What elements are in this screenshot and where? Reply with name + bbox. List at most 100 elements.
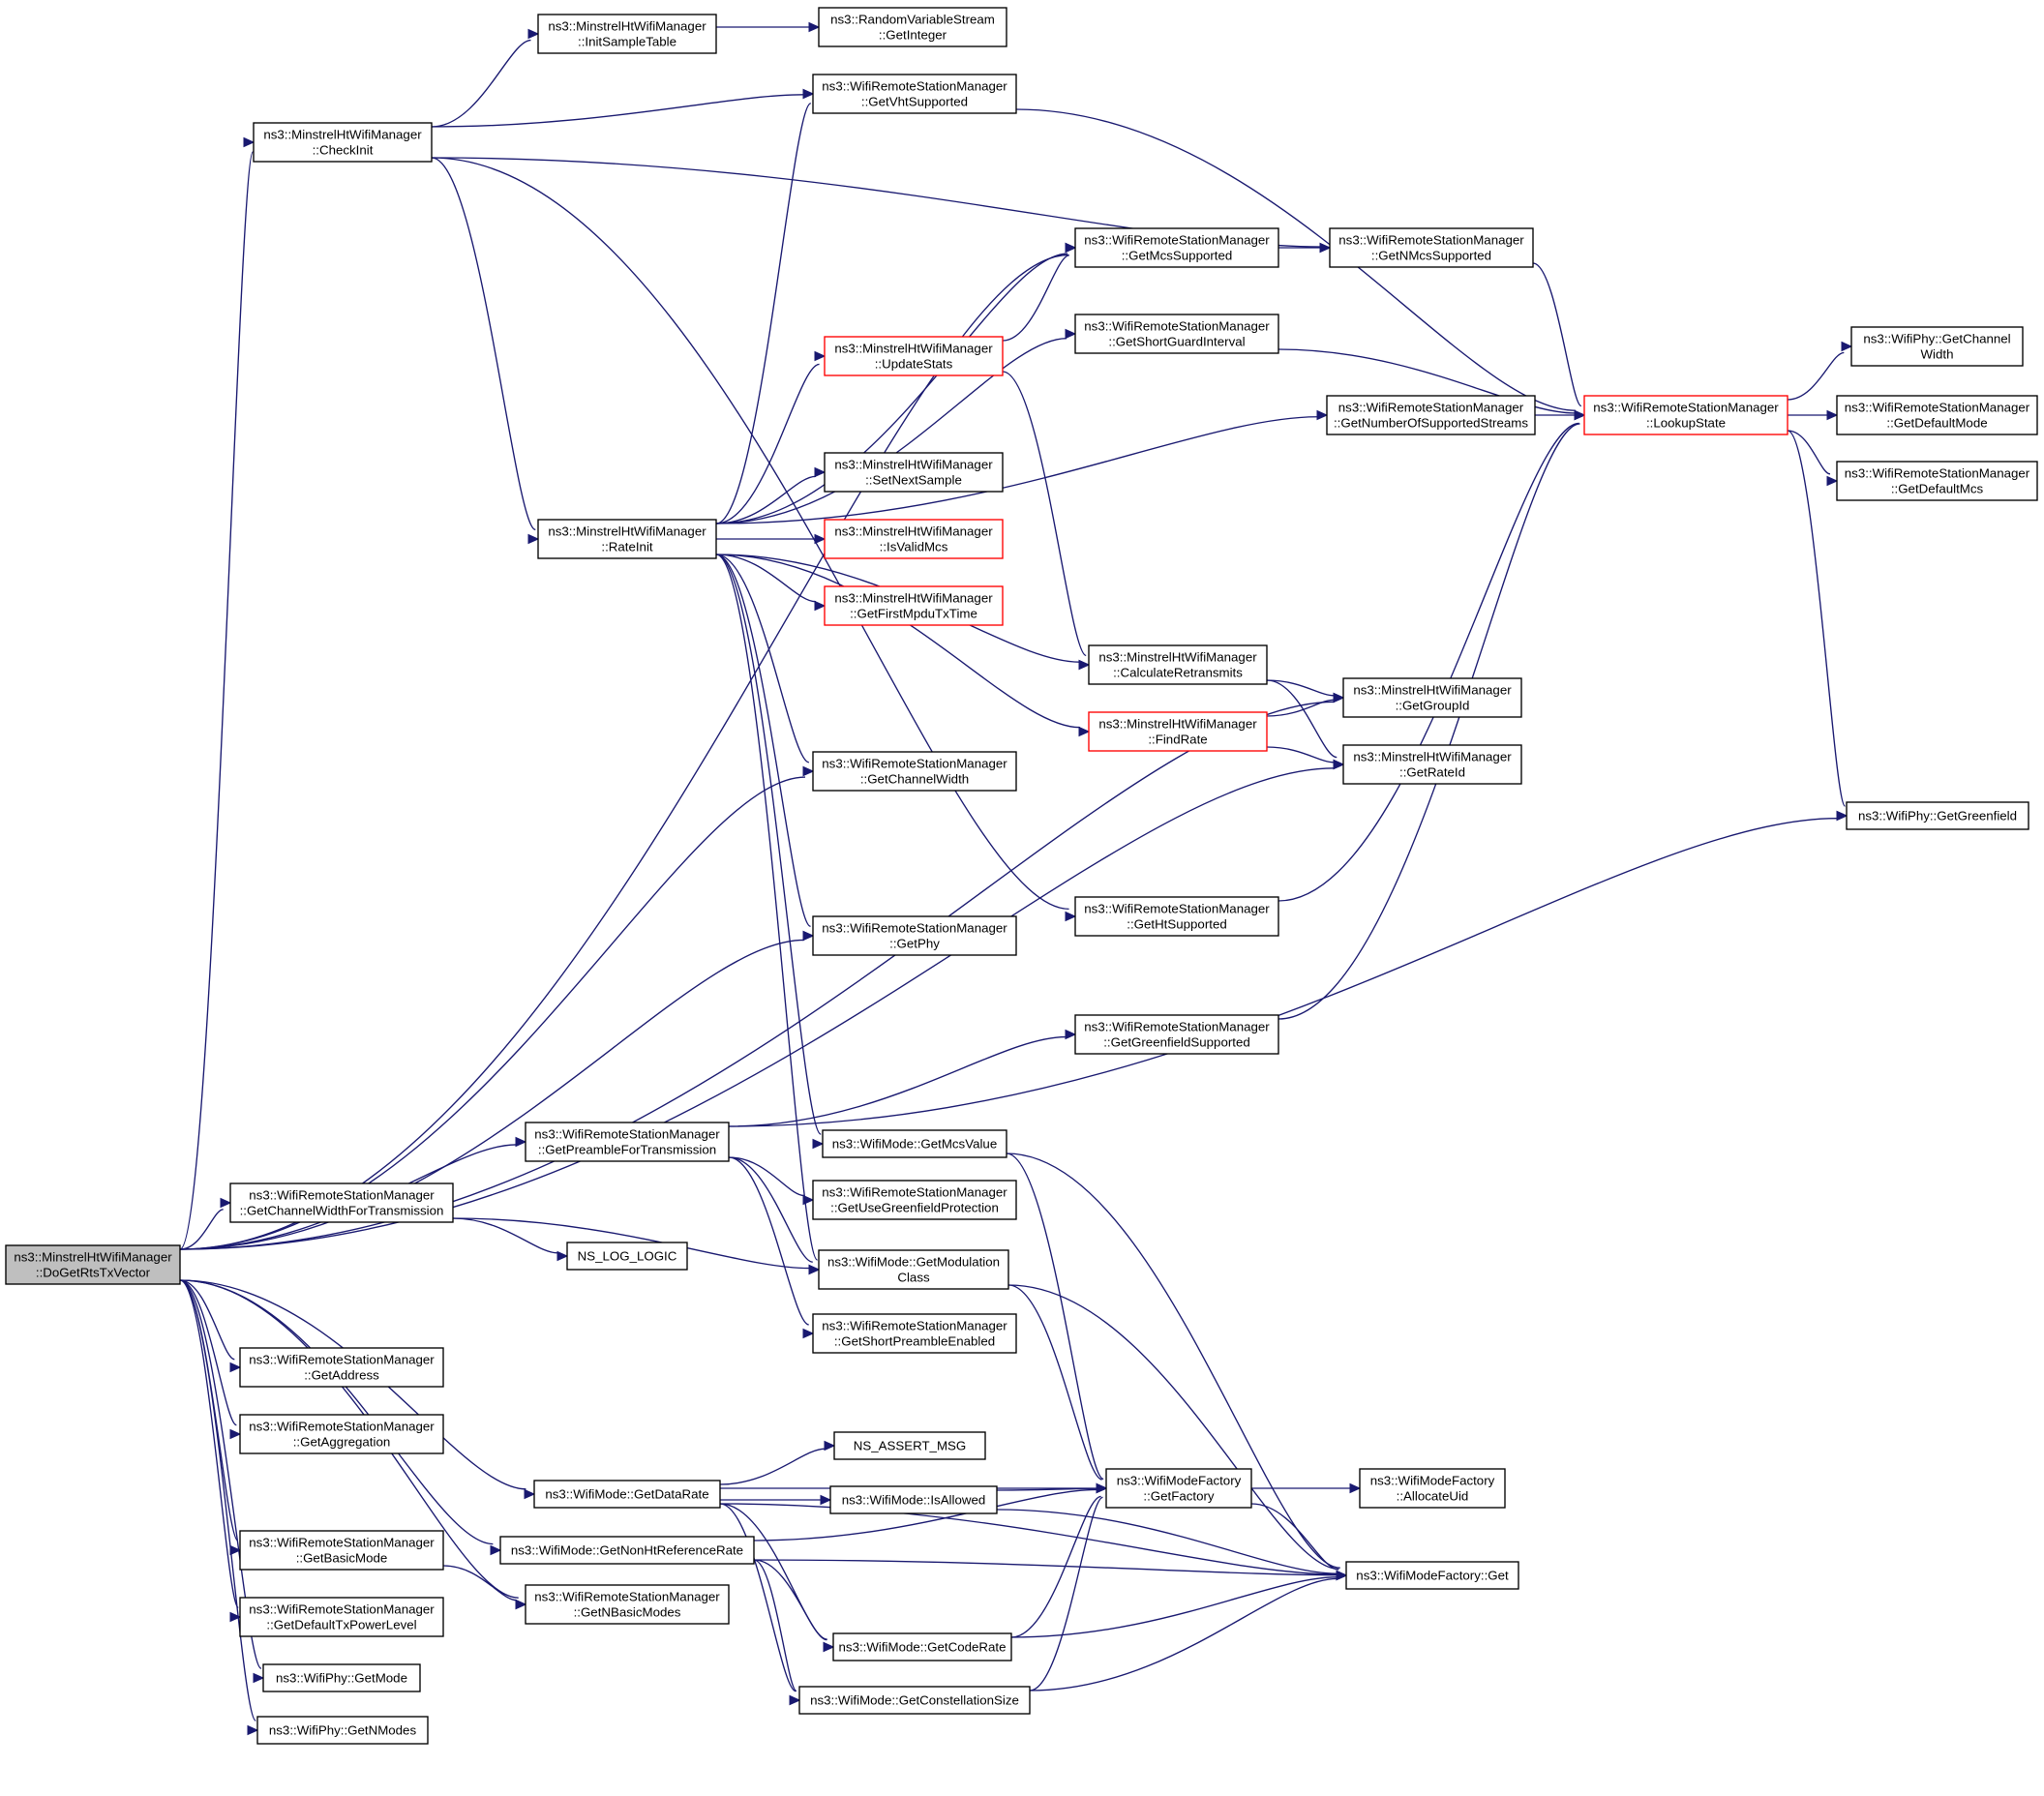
- edge-line: [715, 554, 812, 927]
- edge-line: [753, 1488, 1097, 1542]
- edge-rate-init-to-get-phy: [715, 554, 815, 942]
- edge-arrowhead: [808, 1264, 821, 1275]
- node-get-data-rate[interactable]: ns3::WifiMode::GetDataRate: [533, 1480, 721, 1509]
- node-get-default-mcs[interactable]: ns3::WifiRemoteStationManager::GetDefaul…: [1836, 461, 2038, 501]
- node-get-channel-width-phy[interactable]: ns3::WifiPhy::GetChannelWidth: [1850, 326, 2024, 367]
- node-get-nmcs-supported[interactable]: ns3::WifiRemoteStationManager::GetNMcsSu…: [1329, 227, 1534, 268]
- edge-arrowhead: [814, 600, 827, 612]
- edge-line: [1007, 1284, 1102, 1481]
- node-label-line: ns3::WifiPhy::GetNModes: [269, 1723, 417, 1738]
- node-get-address[interactable]: ns3::WifiRemoteStationManager::GetAddres…: [239, 1347, 444, 1388]
- node-is-allowed[interactable]: ns3::WifiMode::IsAllowed: [829, 1485, 998, 1514]
- node-get-code-rate[interactable]: ns3::WifiMode::GetCodeRate: [832, 1632, 1012, 1661]
- node-get-use-greenfield-protection[interactable]: ns3::WifiRemoteStationManager::GetUseGre…: [812, 1180, 1017, 1220]
- node-get-rate-id[interactable]: ns3::MinstrelHtWifiManager::GetRateId: [1342, 744, 1522, 785]
- edge-line: [1787, 430, 1831, 475]
- edge-arrowhead: [1836, 810, 1849, 822]
- node-ns-log-logic[interactable]: NS_LOG_LOGIC: [566, 1242, 688, 1271]
- node-allocate-uid[interactable]: ns3::WifiModeFactory::AllocateUid: [1359, 1468, 1506, 1509]
- node-get-first-mpdu-tx-time[interactable]: ns3::MinstrelHtWifiManager::GetFirstMpdu…: [824, 585, 1004, 626]
- node-get-factory[interactable]: ns3::WifiModeFactory::GetFactory: [1105, 1468, 1252, 1509]
- edge-line: [1006, 1152, 1104, 1481]
- node-label-line: Class: [897, 1271, 930, 1285]
- node-box: [822, 1129, 1007, 1158]
- edge-get-preamble-for-transmission-to-get-use-greenfield-protection: [728, 1156, 815, 1206]
- edge-line: [1029, 1496, 1103, 1691]
- edge-line: [728, 818, 1838, 1127]
- node-get-non-ht-reference-rate[interactable]: ns3::WifiMode::GetNonHtReferenceRate: [499, 1536, 755, 1565]
- node-label-line: ::GetHtSupported: [1127, 917, 1226, 932]
- node-get-group-id[interactable]: ns3::MinstrelHtWifiManager::GetGroupId: [1342, 677, 1522, 718]
- node-get-vht-supported[interactable]: ns3::WifiRemoteStationManager::GetVhtSup…: [812, 74, 1017, 114]
- node-label-line: ::GetFirstMpduTxTime: [850, 607, 977, 621]
- node-box: [798, 1686, 1031, 1715]
- node-box: [818, 1249, 1009, 1290]
- edge-line: [715, 103, 812, 524]
- node-lookup-state[interactable]: ns3::WifiRemoteStationManager::LookupSta…: [1583, 395, 1788, 435]
- node-get[interactable]: ns3::WifiModeFactory::Get: [1345, 1561, 1519, 1590]
- node-do-get-rts-tx-vector[interactable]: ns3::MinstrelHtWifiManager::DoGetRtsTxVe…: [5, 1244, 181, 1285]
- node-box: [1836, 461, 2038, 501]
- node-find-rate[interactable]: ns3::MinstrelHtWifiManager::FindRate: [1088, 711, 1268, 752]
- node-ns-assert-msg[interactable]: NS_ASSERT_MSG: [833, 1431, 986, 1460]
- node-get-default-mode[interactable]: ns3::WifiRemoteStationManager::GetDefaul…: [1836, 395, 2038, 435]
- node-box: [537, 14, 717, 54]
- node-get-greenfield[interactable]: ns3::WifiPhy::GetGreenfield: [1846, 801, 2029, 830]
- node-get-aggregation[interactable]: ns3::WifiRemoteStationManager::GetAggreg…: [239, 1414, 444, 1454]
- edge-arrowhead: [1333, 759, 1345, 770]
- node-get-integer[interactable]: ns3::RandomVariableStream::GetInteger: [818, 7, 1007, 47]
- node-box: [1105, 1468, 1252, 1509]
- node-get-mcs-value[interactable]: ns3::WifiMode::GetMcsValue: [822, 1129, 1007, 1158]
- node-get-preamble-for-transmission[interactable]: ns3::WifiRemoteStationManager::GetPreamb…: [525, 1122, 730, 1162]
- edge-get-data-rate-to-get-constellation-size: [719, 1503, 801, 1706]
- node-update-stats[interactable]: ns3::MinstrelHtWifiManager::UpdateStats: [824, 336, 1004, 376]
- node-get-channel-width[interactable]: ns3::WifiRemoteStationManager::GetChanne…: [812, 751, 1017, 792]
- node-get-mode[interactable]: ns3::WifiPhy::GetMode: [262, 1663, 421, 1692]
- node-box: [812, 74, 1017, 114]
- node-label-line: ns3::WifiModeFactory::Get: [1356, 1569, 1509, 1583]
- node-rate-init[interactable]: ns3::MinstrelHtWifiManager::RateInit: [537, 519, 717, 559]
- node-is-valid-mcs[interactable]: ns3::MinstrelHtWifiManager::IsValidMcs: [824, 519, 1004, 559]
- node-get-constellation-size[interactable]: ns3::WifiMode::GetConstellationSize: [798, 1686, 1031, 1715]
- node-get-nmodes[interactable]: ns3::WifiPhy::GetNModes: [256, 1716, 429, 1745]
- node-label-line: ns3::WifiRemoteStationManager: [1338, 233, 1524, 248]
- node-get-short-guard-interval[interactable]: ns3::WifiRemoteStationManager::GetShortG…: [1074, 314, 1279, 354]
- edge-line: [728, 1156, 805, 1197]
- node-box: [566, 1242, 688, 1271]
- edge-line: [715, 416, 1318, 524]
- node-box: [1088, 644, 1268, 685]
- node-check-init[interactable]: ns3::MinstrelHtWifiManager::CheckInit: [253, 122, 433, 163]
- node-get-number-of-supported-streams[interactable]: ns3::WifiRemoteStationManager::GetNumber…: [1326, 395, 1536, 435]
- edge-arrowhead: [814, 533, 827, 545]
- node-get-short-preamble-enabled[interactable]: ns3::WifiRemoteStationManager::GetShortP…: [812, 1313, 1017, 1354]
- node-get-basic-mode[interactable]: ns3::WifiRemoteStationManager::GetBasicM…: [239, 1530, 444, 1571]
- edge-get-data-rate-to-get-code-rate: [719, 1503, 835, 1653]
- node-get-ht-supported[interactable]: ns3::WifiRemoteStationManager::GetHtSupp…: [1074, 896, 1279, 937]
- node-get-nbasic-modes[interactable]: ns3::WifiRemoteStationManager::GetNBasic…: [525, 1584, 730, 1625]
- edge-arrowhead: [1096, 1482, 1108, 1494]
- nodes-layer: ns3::MinstrelHtWifiManager::DoGetRtsTxVe…: [5, 7, 2038, 1745]
- node-box: [256, 1716, 429, 1745]
- edge-rate-init-to-get-vht-supported: [715, 88, 815, 524]
- edge-line: [452, 1217, 558, 1254]
- node-get-phy[interactable]: ns3::WifiRemoteStationManager::GetPhy: [812, 915, 1017, 956]
- edge-line: [1278, 422, 1579, 902]
- node-get-greenfield-supported[interactable]: ns3::WifiRemoteStationManager::GetGreenf…: [1074, 1014, 1279, 1055]
- node-get-channel-width-for-transmission[interactable]: ns3::WifiRemoteStationManager::GetChanne…: [229, 1182, 454, 1223]
- node-label-line: ns3::MinstrelHtWifiManager: [834, 458, 993, 472]
- node-set-next-sample[interactable]: ns3::MinstrelHtWifiManager::SetNextSampl…: [824, 452, 1004, 493]
- edge-lookup-state-to-get-channel-width-phy: [1787, 341, 1853, 401]
- node-label-line: ::GetGroupId: [1396, 699, 1470, 713]
- edge-line: [719, 1503, 797, 1692]
- node-box: [812, 1313, 1017, 1354]
- node-box: [239, 1414, 444, 1454]
- node-label-line: ns3::WifiModeFactory: [1117, 1474, 1242, 1488]
- node-label-line: ::LookupState: [1646, 416, 1726, 431]
- edge-line: [753, 1559, 797, 1692]
- node-label-line: ::GetAggregation: [293, 1435, 391, 1450]
- node-get-default-tx-power-level[interactable]: ns3::WifiRemoteStationManager::GetDefaul…: [239, 1597, 444, 1637]
- node-calculate-retransmits[interactable]: ns3::MinstrelHtWifiManager::CalculateRet…: [1088, 644, 1268, 685]
- node-init-sample-table[interactable]: ns3::MinstrelHtWifiManager::InitSampleTa…: [537, 14, 717, 54]
- node-get-mcs-supported[interactable]: ns3::WifiRemoteStationManager::GetMcsSup…: [1074, 227, 1279, 268]
